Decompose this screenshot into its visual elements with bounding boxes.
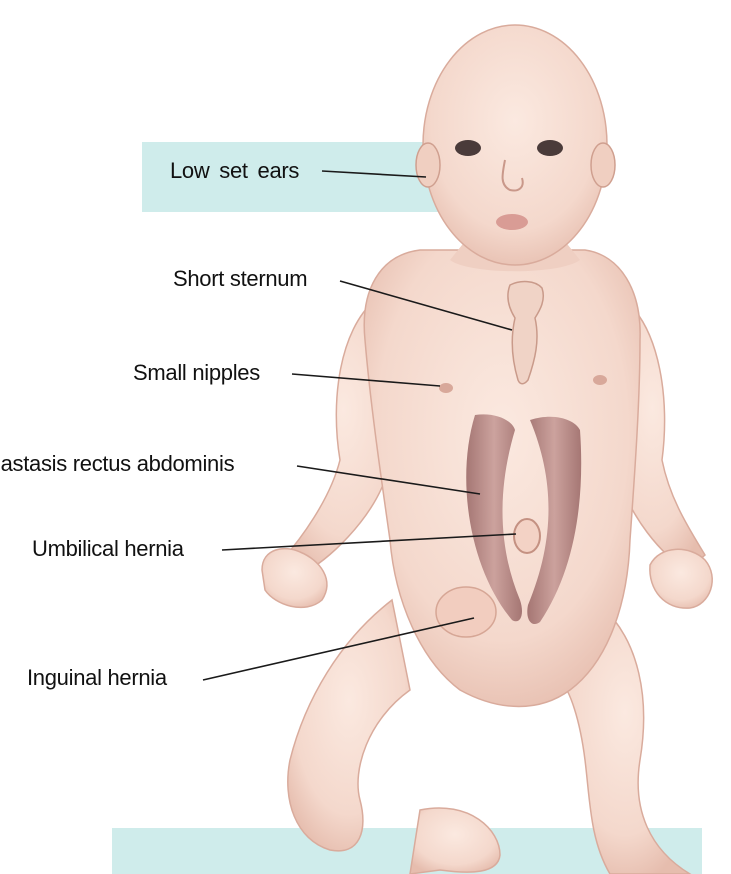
inguinal-bulge xyxy=(436,587,496,637)
label-low-set-ears: Low set ears xyxy=(170,158,299,184)
right-eye xyxy=(537,140,563,156)
left-nipple xyxy=(439,383,453,393)
label-short-sternum: Short sternum xyxy=(173,266,307,292)
label-inguinal-hernia: Inguinal hernia xyxy=(27,665,167,691)
left-ear xyxy=(416,143,440,187)
right-hand xyxy=(650,549,712,608)
umbilical-hernia xyxy=(514,519,540,553)
label-diastasis-recti: iastasis rectus abdominis xyxy=(0,451,234,477)
label-umbilical-hernia: Umbilical hernia xyxy=(32,536,184,562)
leader-ears xyxy=(322,171,426,177)
label-small-nipples: Small nipples xyxy=(133,360,260,386)
mouth xyxy=(496,214,528,230)
left-foot xyxy=(410,808,500,874)
right-nipple xyxy=(593,375,607,385)
left-eye xyxy=(455,140,481,156)
right-ear xyxy=(591,143,615,187)
